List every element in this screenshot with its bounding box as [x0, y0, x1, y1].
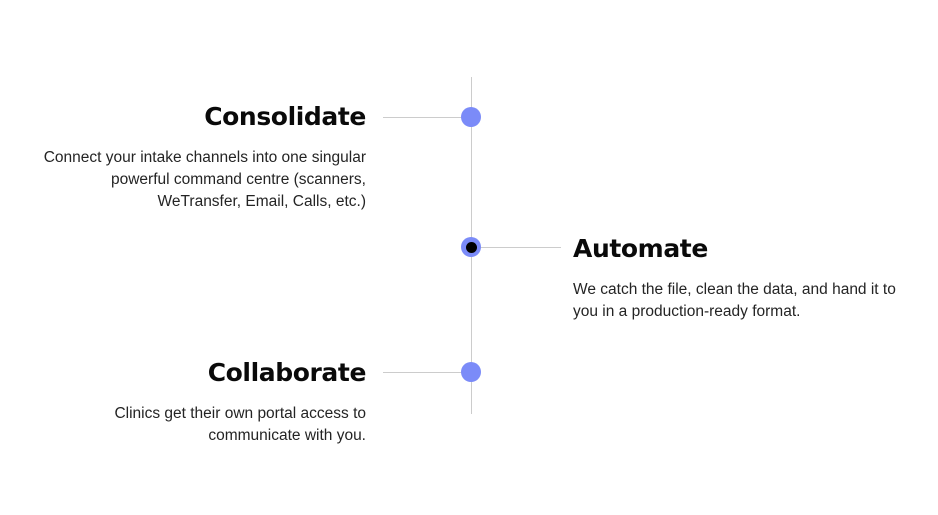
milestone-collaborate: Collaborate Clinics get their own portal…	[26, 358, 366, 447]
milestone-automate: Automate We catch the file, clean the da…	[573, 234, 913, 323]
timeline-dot-consolidate[interactable]	[461, 107, 481, 127]
connector-line-automate	[477, 247, 561, 248]
timeline-dot-active-core	[465, 241, 477, 253]
milestone-heading-collaborate: Collaborate	[207, 358, 367, 387]
connector-line-collaborate	[383, 372, 466, 373]
milestone-body-consolidate: Connect your intake channels into one si…	[43, 149, 366, 210]
milestone-body-automate: We catch the file, clean the data, and h…	[573, 281, 896, 320]
connector-line-consolidate	[383, 117, 466, 118]
milestone-heading-consolidate: Consolidate	[204, 102, 366, 131]
timeline-dot-collaborate[interactable]	[461, 362, 481, 382]
milestone-body-collaborate: Clinics get their own portal access to c…	[114, 405, 366, 444]
milestone-heading-automate: Automate	[573, 234, 708, 263]
timeline-dot-automate[interactable]	[461, 237, 481, 257]
milestone-consolidate: Consolidate Connect your intake channels…	[26, 102, 367, 213]
